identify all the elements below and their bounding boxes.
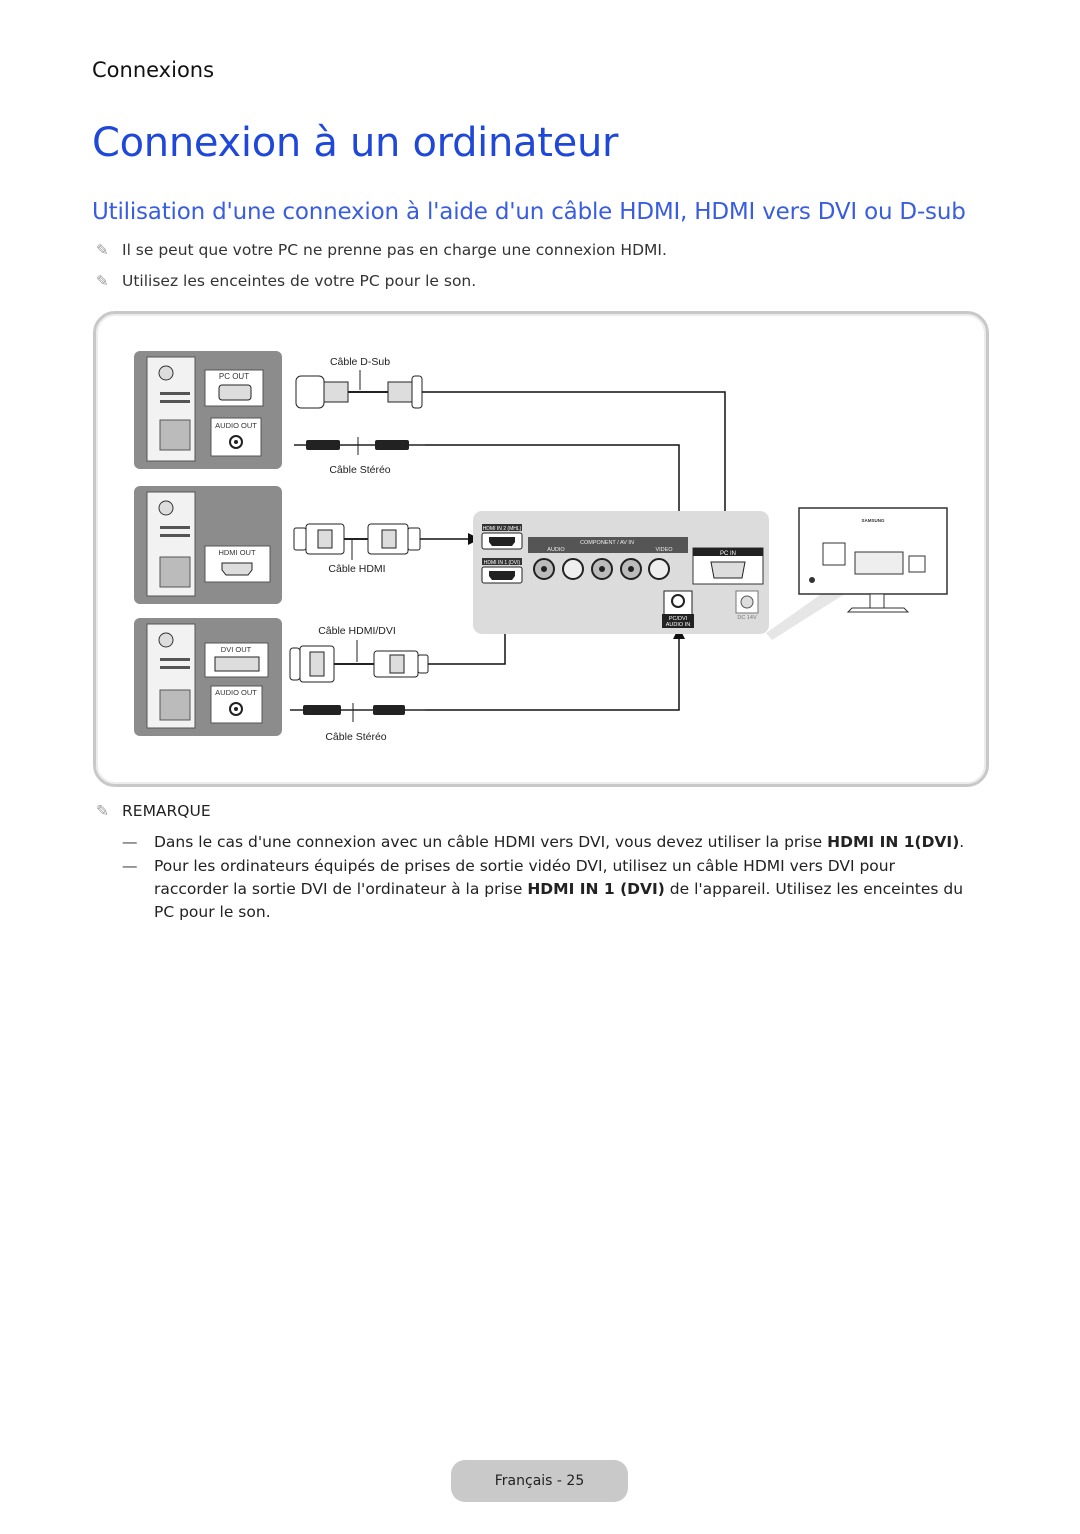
port-label-pc-out: PC OUT xyxy=(219,372,249,381)
cable-label-hdmi-dvi: Câble HDMI/DVI xyxy=(318,625,396,637)
remark-text: Pour les ordinateurs équipés de prises d… xyxy=(154,855,972,924)
dash-bullet-icon: — xyxy=(122,857,138,875)
remark-text-part: Dans le cas d'une connexion avec un câbl… xyxy=(154,833,828,851)
note-hdmi-support: ✎ Il se peut que votre PC ne prenne pas e… xyxy=(96,241,667,259)
monitor-brand-label: SAMSUNG xyxy=(861,518,885,523)
cable-label-stereo: Câble Stéréo xyxy=(325,731,386,743)
remark-text-part: . xyxy=(959,833,965,851)
pencil-icon: ✎ xyxy=(96,241,109,259)
remark-emphasis: HDMI IN 1(DVI) xyxy=(827,833,960,851)
stereo-cable-2: Câble Stéréo xyxy=(290,627,685,743)
pencil-icon: ✎ xyxy=(96,272,109,290)
connection-diagram-frame xyxy=(93,311,989,787)
remark-text-part: de l'appareil. Utilisez les enceintes du… xyxy=(154,880,964,921)
remark-item: — Pour les ordinateurs équipés de prises… xyxy=(122,855,972,924)
hdmi-dvi-cable: Câble HDMI/DVI xyxy=(289,587,511,683)
tv-rear-panel: HDMI IN 2 (MHL) HDMI IN 1 (DVI) COMPONEN… xyxy=(473,511,769,634)
section-label: Connexions xyxy=(92,58,215,82)
port-label-audio-out: AUDIO OUT xyxy=(215,421,257,430)
cable-label-stereo: Câble Stéréo xyxy=(329,464,390,476)
pc-tower-dvi: DVI OUT AUDIO OUT xyxy=(134,618,282,736)
port-label-pc-dvi: PC/DVI xyxy=(669,616,688,622)
port-label-pc-in: PC IN xyxy=(720,551,736,557)
page-number-footer: Français - 25 xyxy=(451,1460,628,1502)
stereo-cable-1: Câble Stéréo xyxy=(294,437,685,586)
cable-label-hdmi: Câble HDMI xyxy=(328,563,385,575)
connection-diagram: PC OUT AUDIO OUT HDMI OUT DVI OUT AUDIO … xyxy=(134,351,948,743)
port-label-hdmi-in-2: HDMI IN 2 (MHL) xyxy=(483,526,522,532)
note-text: Utilisez les enceintes de votre PC pour … xyxy=(122,272,477,290)
monitor-rear-view: SAMSUNG xyxy=(766,507,948,640)
dsub-cable: Câble D-Sub xyxy=(295,356,731,548)
hdmi-cable: Câble HDMI xyxy=(293,523,480,575)
remark-text: Dans le cas d'une connexion avec un câbl… xyxy=(154,831,972,854)
pc-tower-dsub: PC OUT AUDIO OUT xyxy=(134,351,282,469)
remark-heading: ✎ REMARQUE xyxy=(96,802,211,820)
port-label-dc: DC 14V xyxy=(737,615,757,621)
note-speakers: ✎ Utilisez les enceintes de votre PC pour… xyxy=(96,272,476,290)
section-subtitle: Utilisation d'une connexion à l'aide d'u… xyxy=(92,199,966,225)
remark-emphasis: HDMI IN 1 (DVI) xyxy=(527,880,665,898)
port-label-component: COMPONENT / AV IN xyxy=(580,540,634,546)
pencil-icon: ✎ xyxy=(96,802,109,820)
remark-heading-text: REMARQUE xyxy=(122,802,211,820)
port-label-hdmi-out: HDMI OUT xyxy=(218,548,255,557)
port-label-video: VIDEO xyxy=(655,547,673,553)
pc-tower-hdmi: HDMI OUT xyxy=(134,486,282,604)
dash-bullet-icon: — xyxy=(122,833,138,851)
remark-text-part: Pour les ordinateurs équipés de prises d… xyxy=(154,857,895,898)
port-label-audio-out: AUDIO OUT xyxy=(215,688,257,697)
port-label-hdmi-in-1: HDMI IN 1 (DVI) xyxy=(484,560,521,566)
remark-item: — Dans le cas d'une connexion avec un câ… xyxy=(122,831,972,854)
port-label-audio: AUDIO xyxy=(547,547,565,553)
port-label-dvi-out: DVI OUT xyxy=(221,645,252,654)
note-text: Il se peut que votre PC ne prenne pas en… xyxy=(122,241,667,259)
cable-label-dsub: Câble D-Sub xyxy=(330,356,390,368)
page-title: Connexion à un ordinateur xyxy=(92,120,619,166)
port-label-audio-in: AUDIO IN xyxy=(666,622,690,628)
